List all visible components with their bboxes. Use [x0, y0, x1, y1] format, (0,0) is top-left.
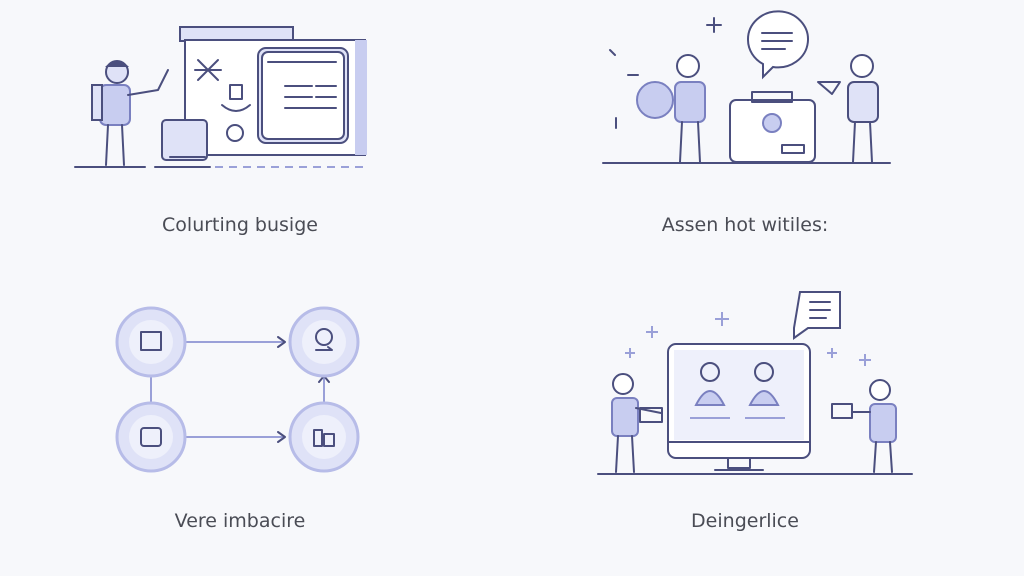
meeting-illustration: [602, 10, 891, 164]
panel-caption: Vere imbacire: [174, 510, 306, 532]
panel-caption: Deingerlice: [691, 510, 799, 532]
presentation-illustration: [74, 26, 367, 168]
flow-node: [288, 306, 360, 378]
flow-node: [115, 401, 187, 473]
panel-caption: Colurting busige: [162, 214, 318, 236]
flow-node: [288, 401, 360, 473]
panel-caption: Assen hot witiles:: [661, 214, 829, 236]
flow-node: [115, 306, 187, 378]
